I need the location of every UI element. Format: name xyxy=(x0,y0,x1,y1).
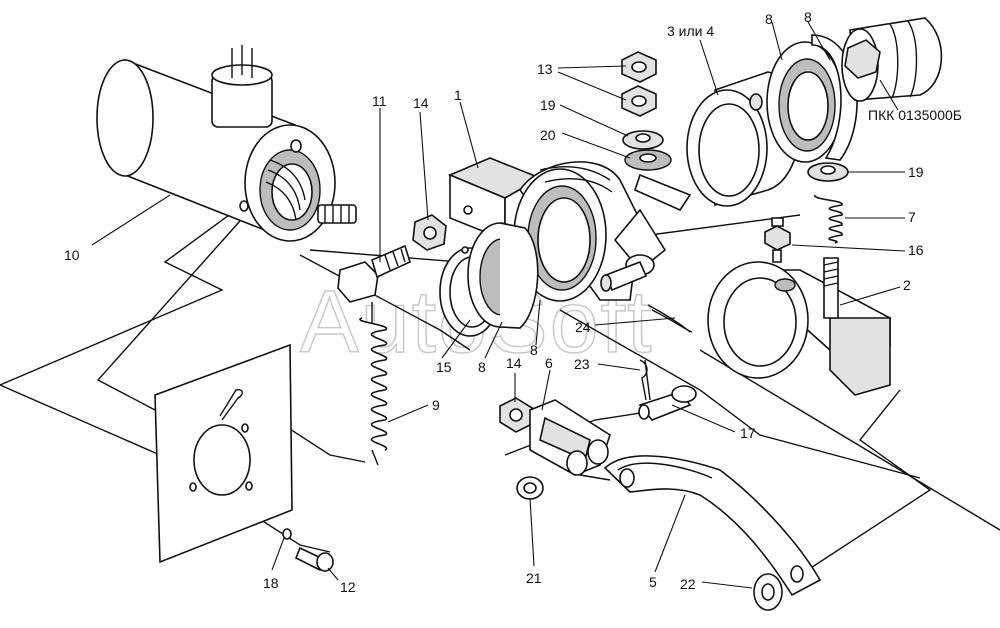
grease-fitting xyxy=(764,217,791,263)
label-24: 24 xyxy=(575,319,591,335)
washer-bottom xyxy=(516,476,544,500)
cotter-pin-upper xyxy=(647,304,693,333)
label-21: 21 xyxy=(526,570,542,586)
washer-lower xyxy=(624,149,672,171)
label-1: 1 xyxy=(454,87,462,103)
label-19-right: 19 xyxy=(908,164,924,180)
label-10: 10 xyxy=(64,247,80,263)
washer-18 xyxy=(282,528,292,540)
label-7: 7 xyxy=(908,209,916,225)
nut-upper xyxy=(412,214,447,251)
washer-lever xyxy=(753,573,783,611)
label-22: 22 xyxy=(680,576,696,592)
clamp-block xyxy=(707,257,891,396)
small-spring xyxy=(814,194,843,244)
label-13: 13 xyxy=(537,61,553,77)
nut-lower xyxy=(499,397,533,433)
bolt xyxy=(337,244,411,303)
label-20: 20 xyxy=(540,127,556,143)
label-3-or-4: 3 или 4 xyxy=(667,23,714,39)
solenoid-body xyxy=(96,45,357,242)
label-6: 6 xyxy=(545,355,553,371)
label-11: 11 xyxy=(372,93,387,109)
lever-arm xyxy=(603,455,822,597)
mounting-plate xyxy=(154,343,293,564)
washer-upper xyxy=(622,130,664,150)
label-8-mid-b: 8 xyxy=(530,342,538,358)
clevis xyxy=(529,399,611,476)
label-8-top-b: 8 xyxy=(804,9,812,25)
leader-lines xyxy=(91,21,906,589)
label-18: 18 xyxy=(263,575,279,591)
label-19-upper: 19 xyxy=(540,97,556,113)
part-code-label: ПКК 0135000Б xyxy=(868,107,962,123)
label-15: 15 xyxy=(436,359,452,375)
label-23: 23 xyxy=(574,356,590,372)
label-8-mid-a: 8 xyxy=(478,359,486,375)
label-14-lower: 14 xyxy=(506,355,522,371)
nuts-pair xyxy=(621,51,657,117)
clevis-pin xyxy=(638,385,697,421)
part-labels: 10 11 14 1 13 19 20 3 или 4 8 8 ПКК 0135… xyxy=(64,9,962,595)
label-8-top-a: 8 xyxy=(765,11,773,27)
washer-right xyxy=(807,162,849,182)
label-5: 5 xyxy=(649,574,657,590)
valve-pkk xyxy=(841,17,943,102)
spring xyxy=(359,302,388,466)
label-16: 16 xyxy=(908,242,924,258)
label-9: 9 xyxy=(432,397,440,413)
bracket-housing xyxy=(447,157,692,329)
label-14-upper: 14 xyxy=(413,95,429,111)
ring-pair xyxy=(766,34,858,163)
label-2: 2 xyxy=(903,277,911,293)
pin-12 xyxy=(294,546,334,572)
label-12: 12 xyxy=(340,579,356,595)
label-17: 17 xyxy=(740,425,756,441)
cotter-pin-lower xyxy=(639,359,651,401)
